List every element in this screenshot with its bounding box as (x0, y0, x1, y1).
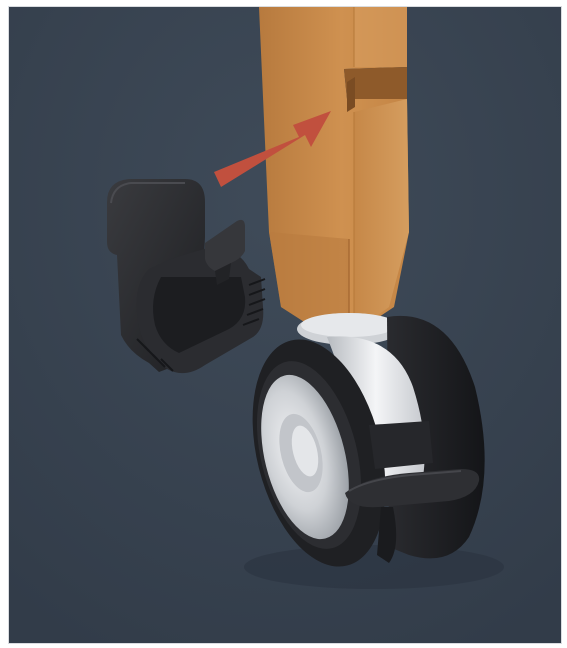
wooden-leg (259, 7, 409, 337)
caster-illustration (9, 7, 561, 643)
illustration-frame (8, 6, 562, 644)
floor-shadow (244, 545, 504, 589)
